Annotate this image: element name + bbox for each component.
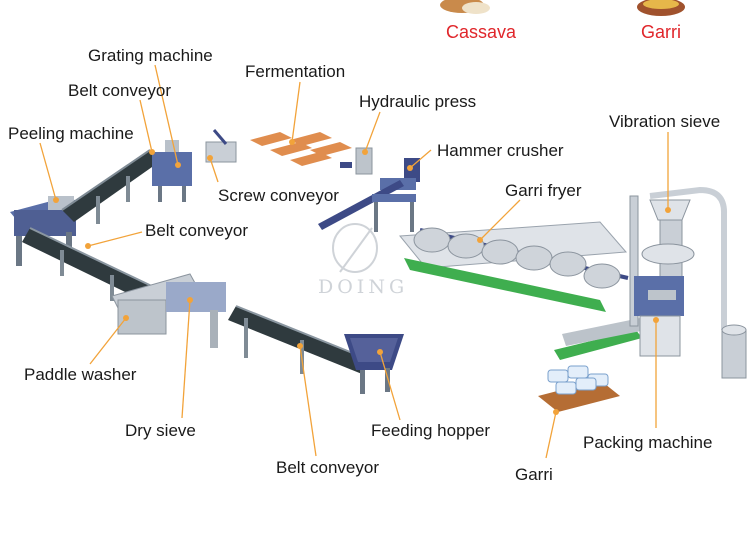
label-hydraulic-press: Hydraulic press — [359, 92, 477, 111]
label-vibration-sieve: Vibration sieve — [609, 112, 721, 131]
fermentation-trays — [250, 132, 352, 166]
label-belt-conveyor-3: Belt conveyor — [276, 458, 379, 477]
watermark-logo — [332, 223, 378, 273]
label-garri-fryer: Garri fryer — [505, 181, 582, 200]
grating-machine — [152, 140, 192, 202]
label-dry-sieve: Dry sieve — [125, 421, 196, 440]
label-fermentation: Fermentation — [245, 62, 346, 81]
cassava-image — [440, 0, 490, 14]
garri-bags-pallet — [538, 365, 620, 412]
label-feeding-hopper: Feeding hopper — [371, 421, 491, 440]
garri-top-label: Garri — [641, 22, 681, 42]
garri-image — [637, 0, 685, 16]
leader-lines — [39, 64, 669, 459]
label-belt-conveyor-2: Belt conveyor — [145, 221, 248, 240]
discharge-conveyor — [554, 318, 646, 360]
cassava-label: Cassava — [446, 22, 517, 42]
packing-machine — [634, 276, 684, 357]
garri-fryer-line — [399, 221, 629, 312]
vibration-sieve — [629, 186, 728, 330]
belt-conveyor-1 — [61, 149, 162, 224]
dust-collector — [721, 324, 747, 379]
label-hammer-crusher: Hammer crusher — [437, 141, 564, 160]
label-screw-conveyor: Screw conveyor — [218, 186, 339, 205]
label-belt-conveyor-1: Belt conveyor — [68, 81, 171, 100]
label-peeling-machine: Peeling machine — [8, 124, 134, 143]
watermark-text: DOING — [318, 276, 409, 298]
screw-to-fryer — [318, 180, 416, 232]
label-garri-output: Garri — [515, 465, 553, 484]
hydraulic-press — [340, 147, 373, 175]
belt-conveyor-2 — [22, 227, 161, 304]
label-packing-machine: Packing machine — [583, 433, 713, 452]
label-grating-machine: Grating machine — [88, 46, 213, 65]
label-paddle-washer: Paddle washer — [24, 365, 137, 384]
leader-dots — [53, 139, 671, 415]
screw-conveyor — [205, 129, 237, 163]
feeding-hopper — [344, 334, 404, 394]
